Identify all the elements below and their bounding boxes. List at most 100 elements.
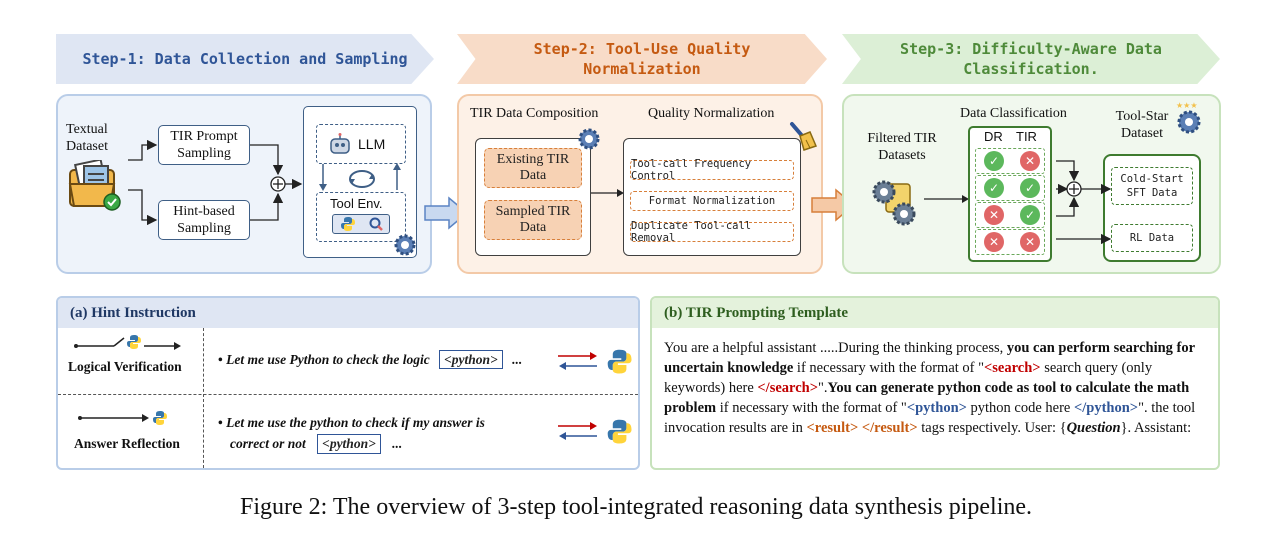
rl-label: RL Data: [1129, 232, 1175, 244]
classification-title: Data Classification: [960, 106, 1067, 121]
cross-icon: ✕: [984, 205, 1004, 225]
template-body: You are a helpful assistant .....During …: [664, 338, 1212, 438]
cross-icon: ✕: [1020, 151, 1040, 171]
sampled-line1: Sampled TIR: [495, 204, 571, 219]
step1-title: Step-1: Data Collection and Sampling: [82, 50, 408, 68]
sampled-tir-data-box: Sampled TIR Data: [484, 200, 582, 240]
norm-item-format: Format Normalization: [630, 191, 794, 211]
toolstar-line1: Tool-Star: [1115, 109, 1169, 124]
rl-data-box: RL Data: [1111, 224, 1193, 252]
template-t1: You are a helpful assistant .....During …: [664, 340, 1007, 356]
cold-line2: SFT Data: [1126, 187, 1178, 199]
folder-dataset-icon: [68, 160, 121, 211]
template-t2: you can perform searching for uncertain …: [664, 340, 1195, 376]
filtered-to-class-arrow: [924, 195, 969, 203]
down-arrow-icon: [319, 164, 327, 191]
cold-start-sft-box: Cold-Start SFT Data: [1111, 167, 1193, 205]
question-placeholder: Question: [1066, 420, 1121, 436]
col-tir-header: TIR: [1016, 129, 1037, 144]
logical-exchange-arrows: [558, 349, 632, 374]
cross-icon: ✕: [984, 232, 1004, 252]
col-dr-header: DR: [984, 129, 1003, 144]
filtered-datasets-gears-icon: [872, 180, 916, 226]
search-icon: [369, 217, 383, 231]
step3-title-line2: Classification.: [963, 60, 1099, 78]
python-open-tag: <python>: [906, 400, 967, 416]
python-icon: [341, 217, 355, 231]
template-t8: You can generate python code as tool to …: [664, 380, 1190, 416]
figure-caption: Figure 2: The overview of 3-step tool-in…: [239, 494, 1033, 520]
template-t9: if necessary with the format of ": [716, 400, 907, 416]
llm-label: LLM: [358, 136, 386, 152]
reflection-exchange-arrows: [558, 419, 632, 444]
toolstar-gear-icon: ★★★: [1176, 101, 1201, 134]
step3-title-line1: Step-3: Difficulty-Aware Data: [900, 40, 1162, 58]
template-t5: search query (only keywords) here: [664, 360, 1153, 396]
python-tag-2: <python>: [317, 434, 381, 454]
tir-prompt-sampling-box: TIR Prompt Sampling: [158, 125, 250, 165]
existing-line1: Existing TIR: [496, 152, 570, 167]
python-close-tag: </python>: [1074, 400, 1139, 416]
svg-text:★★★: ★★★: [1176, 101, 1198, 110]
hint-instruction-panel: (a) Hint Instruction: [56, 296, 640, 470]
hint-row-divider: [58, 394, 638, 395]
tir-prompt-line1: TIR Prompt: [170, 129, 238, 144]
step2-title-line1: Step-2: Tool-Use Quality: [533, 40, 751, 58]
prompting-template-panel: (b) TIR Prompting Template You are a hel…: [650, 296, 1220, 470]
classification-connectors: [1056, 160, 1112, 245]
answer-reflection-label: Answer Reflection: [74, 436, 180, 451]
norm-item-frequency: Tool-call Frequency Control: [630, 158, 794, 182]
logical-text: Let me use Python to check the logic: [226, 352, 430, 367]
up-arrow-icon: [393, 163, 401, 190]
textual-dataset-label: Textual Dataset: [66, 121, 108, 155]
cycle-arrows-icon: [349, 170, 375, 188]
ellipsis-2: ...: [392, 436, 403, 451]
quality-title: Quality Normalization: [648, 106, 775, 121]
template-t13: ". the tool invocation results are in: [664, 400, 1196, 436]
search-open-tag: <search>: [984, 360, 1041, 376]
step1-banner: Step-1: Data Collection and Sampling: [56, 34, 434, 84]
hint-column-divider: [203, 328, 204, 468]
logical-verification-icon: [74, 335, 181, 350]
check-icon: ✓: [984, 178, 1004, 198]
template-t17: }. Assistant:: [1120, 420, 1192, 436]
composition-gear-icon: [578, 128, 600, 150]
logical-text-row: • Let me use Python to check the logic <…: [218, 350, 522, 369]
norm-item-duplicate: Duplicate Tool-call Removal: [630, 220, 794, 244]
reflection-line1: Let me use the python to check if my ans…: [226, 415, 485, 430]
toolstar-dataset-label: Tool-Star Dataset: [1110, 108, 1174, 142]
existing-tir-data-box: Existing TIR Data: [484, 148, 582, 188]
bullet-2: •: [218, 415, 223, 430]
bullet-1: •: [218, 352, 223, 367]
step1-connectors: [128, 139, 303, 226]
filtered-line1: Filtered TIR: [867, 131, 937, 146]
robot-icon: [330, 133, 350, 154]
hint-line2: Sampling: [177, 221, 231, 236]
reflection-text-row: • Let me use the python to check if my a…: [218, 414, 485, 454]
gear-icon: [394, 234, 416, 256]
check-icon: ✓: [1020, 205, 1040, 225]
template-t15: tags respectively. User: {: [917, 420, 1067, 436]
composition-to-norm-arrow: [591, 189, 624, 197]
search-close-tag: </search>: [757, 380, 818, 396]
hint-line1: Hint-based: [173, 204, 235, 219]
template-t7: ".: [817, 380, 828, 396]
step2-title-line2: Normalization: [583, 60, 701, 78]
reflection-line2: correct or not: [230, 436, 306, 451]
result-tags: <result> </result>: [806, 420, 918, 436]
toolstar-line2: Dataset: [1121, 126, 1163, 141]
template-t11: python code here: [966, 400, 1074, 416]
template-title: (b) TIR Prompting Template: [652, 298, 1218, 328]
existing-line2: Data: [519, 168, 547, 183]
logical-verification-label: Logical Verification: [68, 359, 182, 374]
hint-based-sampling-box: Hint-based Sampling: [158, 200, 250, 240]
textual-line2: Dataset: [66, 139, 108, 154]
answer-reflection-icon: [78, 411, 167, 425]
ellipsis-1: ...: [512, 352, 523, 367]
filtered-line2: Datasets: [878, 148, 926, 163]
hint-title: (a) Hint Instruction: [58, 298, 638, 328]
tir-prompt-line2: Sampling: [177, 146, 231, 161]
step2-banner: Step-2: Tool-Use Quality Normalization: [457, 34, 827, 84]
check-icon: ✓: [1020, 178, 1040, 198]
template-t3: if necessary with the format of ": [793, 360, 985, 376]
